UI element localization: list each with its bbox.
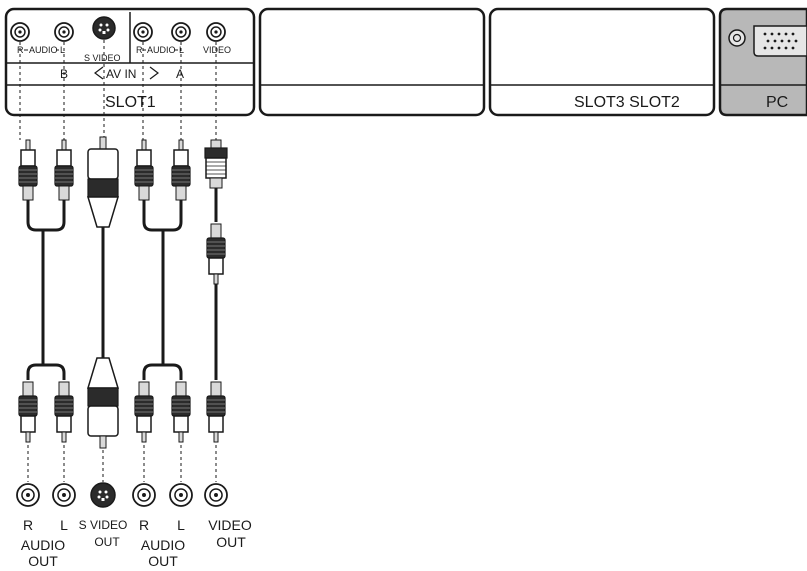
panel-jack-r-a [133,22,153,42]
slot-panel-right [488,7,716,117]
out-label-svideo-out: OUT [94,535,120,549]
plug-top-svideo [86,136,120,228]
plug-bottom-r-a [134,381,154,443]
slot-panel-middle [258,7,486,117]
out-label-r-b: R [23,517,33,533]
wire-audio-b-right [43,200,66,232]
slot1-label: SLOT1 [105,94,156,111]
out-label-l-b: L [60,517,68,533]
panel-jack-r-b [10,22,30,42]
pc-panel [718,7,807,117]
panel-jack-video [206,22,226,42]
wire-audio-a-right [163,200,183,232]
plug-bottom-l-b [54,381,74,443]
av-in-label: AV IN [106,67,136,81]
wire-audio-b-left [26,200,45,365]
out-jack-l-a [169,483,193,507]
plug-top-r-b [18,139,38,201]
out-label-audio-a: AUDIO [141,537,185,553]
plug-top-l-a [171,139,191,201]
panel-jack-l-b [54,22,74,42]
port-label-l-b: L [60,45,65,55]
group-label-a: A [176,67,184,81]
plug-bottom-r-b [18,381,38,443]
port-label-video: VIDEO [203,45,231,55]
out-jack-svideo [90,482,116,508]
panel-jack-l-a [171,22,191,42]
av-in-arrow-left [94,66,104,80]
out-label-audio-out-b: OUT [28,553,58,569]
wire-audio-b-split-r [43,363,66,380]
out-label-audio-b: AUDIO [21,537,65,553]
plug-bottom-video [206,381,226,443]
av-in-arrow-right [149,66,159,80]
out-label-video: VIDEO [208,517,252,533]
plug-top-l-b [54,139,74,201]
plug-mid-video [206,223,226,285]
out-label-audio-out-a: OUT [148,553,178,569]
out-label-r-a: R [139,517,149,533]
plug-bottom-l-a [171,381,191,443]
screw-icon [728,29,746,47]
wire-audio-a-left [142,200,165,365]
out-label-video-out: OUT [216,534,246,550]
port-label-audio-b: AUDIO [29,45,58,55]
wire-audio-a-split-l [142,363,163,380]
slot3-slot2-label: SLOT3 SLOT2 [574,94,680,111]
wire-audio-a-split-r [163,363,183,380]
port-label-r-a: R [136,45,143,55]
out-label-svideo: S VIDEO [79,518,128,532]
out-jack-r-a [132,483,156,507]
out-label-l-a: L [177,517,185,533]
plug-bottom-svideo [86,357,120,449]
port-label-svideo: S VIDEO [84,53,121,63]
out-jack-r-b [16,483,40,507]
plug-top-r-a [134,139,154,201]
vga-port-icon [753,25,807,57]
pc-label: PC [766,94,788,111]
port-label-audio-a: AUDIO [147,45,176,55]
plug-top-bnc [204,139,228,189]
port-label-l-a: L [179,45,184,55]
panel-jack-svideo [92,16,116,40]
out-jack-video [204,483,228,507]
wire-audio-b-split-l [26,363,43,380]
out-jack-l-b [52,483,76,507]
